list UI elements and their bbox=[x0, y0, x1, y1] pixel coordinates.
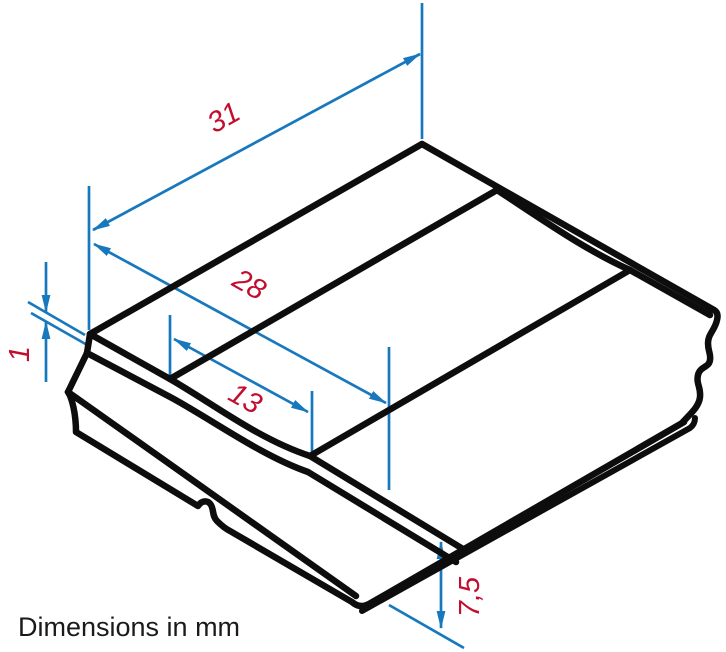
dimension-label-31: 31 bbox=[202, 96, 246, 140]
part-outline-layer bbox=[64, 140, 721, 614]
dimension-label-7-5: 7,5 bbox=[454, 576, 486, 617]
extension-line-height-bottom bbox=[388, 603, 465, 650]
dimension-label-28: 28 bbox=[226, 263, 271, 307]
profile-lip-bottom-curve bbox=[83, 349, 460, 566]
dimension-1: 1 bbox=[4, 262, 51, 382]
top-right-edge bbox=[418, 140, 718, 314]
top-left-edge bbox=[86, 140, 426, 338]
dimension-31: 31 bbox=[92, 52, 421, 232]
profile-lip-top-curve bbox=[86, 330, 467, 553]
break-edge-right bbox=[678, 306, 721, 427]
dimension-lines-layer: 31 28 13 1 7,5 bbox=[4, 3, 486, 650]
left-bevel-edge bbox=[64, 349, 91, 396]
extension-line-lip-lower bbox=[30, 311, 90, 348]
bottom-outline bbox=[64, 388, 688, 610]
cove-bottom-rim bbox=[306, 266, 634, 460]
cove-far-profile-curve bbox=[493, 186, 714, 319]
dimension-label-1: 1 bbox=[4, 346, 36, 362]
bottom-sliver-edge bbox=[359, 415, 698, 614]
bevel-lower-line bbox=[64, 388, 360, 600]
extension-line-lip-upper bbox=[27, 300, 86, 337]
units-note: Dimensions in mm bbox=[18, 612, 240, 642]
cove-near-rim bbox=[166, 186, 501, 383]
